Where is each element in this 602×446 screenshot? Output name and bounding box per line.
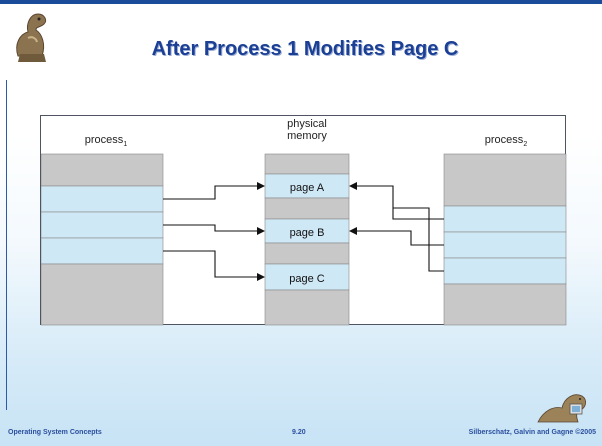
- memory-block: [264, 289, 350, 326]
- page-c-label: page C: [289, 273, 325, 285]
- p1-to-page-c-arrow: [163, 250, 265, 281]
- process1-page-entry: [41, 211, 164, 239]
- process1-page-entry: [41, 185, 164, 213]
- process1-page-entry: [41, 237, 164, 265]
- memory-block: [264, 153, 350, 175]
- memory-page-a: [264, 173, 350, 199]
- process2-column: [443, 153, 567, 326]
- slide-title: After Process 1 Modifies Page C: [151, 38, 459, 60]
- top-bar: [0, 0, 602, 4]
- page-a-label: page A: [290, 182, 325, 194]
- side-accent-line: [6, 80, 7, 410]
- diagram-canvas: page A page B page C: [41, 153, 567, 326]
- memory-page-c: [264, 263, 350, 291]
- memory-block: [264, 197, 350, 220]
- dinosaur-logo-icon: [16, 13, 47, 62]
- p2-to-page-b-arrow: [349, 227, 444, 246]
- process2-page-entry: [443, 231, 567, 259]
- memory-block: [264, 242, 350, 265]
- page-b-label: page B: [290, 227, 325, 239]
- footer-copyright: Silberschatz, Galvin and Gagne ©2005: [468, 429, 596, 436]
- physical-memory-column: [264, 153, 350, 326]
- p2-to-page-a-arrow: [349, 182, 444, 220]
- physical-memory-label: physical memory: [287, 118, 327, 142]
- p2-extra-line: [393, 207, 444, 272]
- process1-block-top: [41, 153, 164, 187]
- p1-to-page-a-arrow: [163, 182, 265, 200]
- process1-column: [41, 153, 164, 326]
- process2-page-entry: [443, 205, 567, 233]
- memory-page-b: [264, 218, 350, 244]
- process2-page-entry: [443, 257, 567, 285]
- dinosaur-computer-icon: [537, 394, 586, 423]
- footer-course: Operating System Concepts: [8, 429, 102, 436]
- process2-block-bottom: [443, 283, 567, 326]
- memory-diagram: page A page B page C process1 physical m…: [40, 115, 567, 326]
- process2-label: process2: [484, 134, 528, 149]
- footer-slide-number: 9.20: [292, 429, 306, 436]
- process1-block-bottom: [41, 263, 164, 326]
- p1-to-page-b-arrow: [163, 224, 265, 235]
- process2-block-top: [443, 153, 567, 207]
- process1-label: process1: [84, 134, 128, 149]
